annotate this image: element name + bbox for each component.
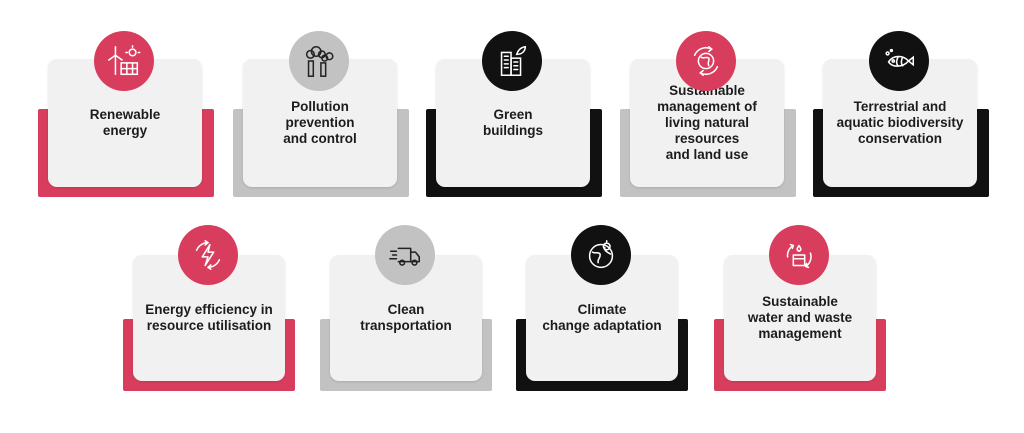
fish-icon: [869, 31, 929, 91]
earth-climate-icon: [571, 225, 631, 285]
card-clean-transportation: Clean transportation: [320, 225, 492, 391]
card-label: Renewable energy: [89, 107, 161, 138]
card-energy-efficiency: Energy efficiency in resource utilisatio…: [123, 225, 295, 391]
card-label: Climate change adaptation: [542, 302, 662, 333]
card-label: Terrestrial and aquatic biodiversity con…: [836, 99, 964, 146]
wind-turbine-solar-icon: [94, 31, 154, 91]
card-label: Energy efficiency in resource utilisatio…: [145, 302, 273, 333]
card-climate-adaptation: Climate change adaptation: [516, 225, 688, 391]
delivery-truck-icon: [375, 225, 435, 285]
card-label: Pollution prevention and control: [283, 99, 357, 146]
card-renewable-energy: Renewable energy: [38, 31, 214, 197]
card-label: Sustainable management of living natural…: [657, 83, 757, 162]
card-biodiversity: Terrestrial and aquatic biodiversity con…: [813, 31, 989, 197]
recycle-water-icon: [769, 225, 829, 285]
globe-cycle-icon: [676, 31, 736, 91]
card-sustainable-management: Sustainable management of living natural…: [620, 31, 796, 197]
lightning-cycle-icon: [178, 225, 238, 285]
green-building-icon: [482, 31, 542, 91]
card-green-buildings: Green buildings: [426, 31, 602, 197]
card-label: Clean transportation: [360, 302, 452, 333]
card-label: Green buildings: [483, 107, 543, 138]
card-pollution-prevention: Pollution prevention and control: [233, 31, 409, 197]
card-label: Sustainable water and waste management: [747, 294, 853, 341]
factory-smoke-icon: [289, 31, 349, 91]
card-water-waste: Sustainable water and waste management: [714, 225, 886, 391]
